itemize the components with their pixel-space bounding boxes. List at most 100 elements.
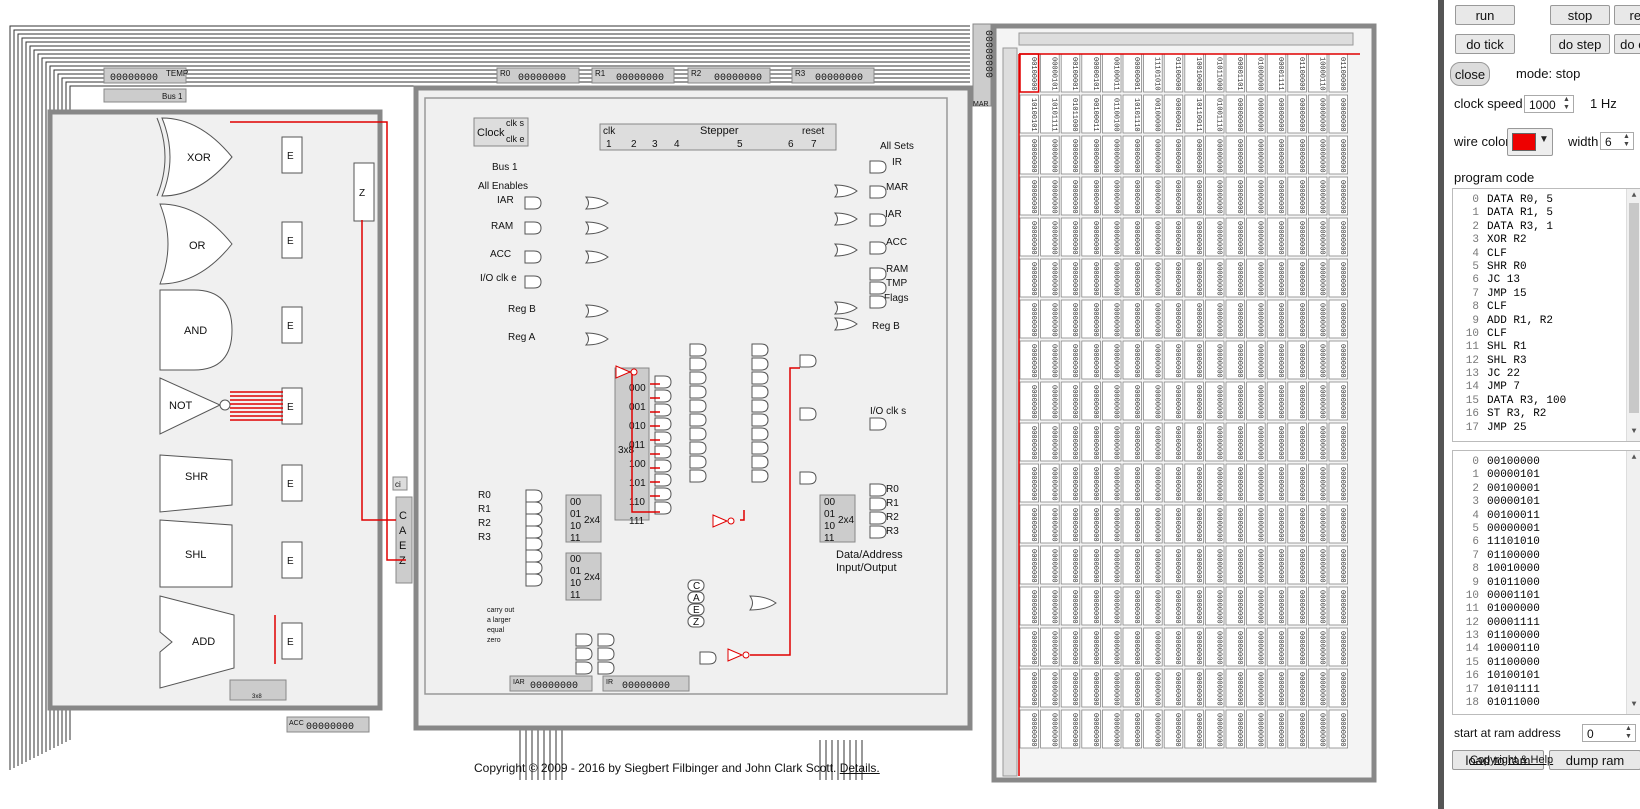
register-r1: R1 00000000 — [591, 67, 675, 84]
ram-cell-value: 00000000 — [1256, 549, 1264, 583]
ram-cell-value: 00000000 — [1050, 180, 1058, 214]
ram-cell-value: 00000000 — [1132, 590, 1140, 624]
ram-cell-value: 00000000 — [1194, 590, 1202, 624]
ram-cell — [1266, 709, 1287, 749]
ram-cell — [1102, 586, 1122, 626]
control-label-0: Bus 1 — [492, 162, 518, 173]
ram-cell-value: 00000000 — [1235, 303, 1243, 337]
ram-cell-value: 00000000 — [1338, 385, 1346, 419]
ram-cell — [1163, 586, 1184, 626]
stop-button[interactable]: stop — [1550, 5, 1610, 25]
ram-cell-value: 00000000 — [1091, 139, 1099, 173]
flag-gate — [687, 603, 705, 616]
ram-cell-value: 00000000 — [1317, 344, 1325, 378]
do-tick-button[interactable]: do tick — [1455, 34, 1515, 54]
ram-cell — [1205, 381, 1225, 421]
program-scroll-thumb[interactable] — [1629, 203, 1639, 413]
ram-cell — [1081, 258, 1101, 298]
decoder-3x8-code-011: 011 — [629, 440, 645, 451]
wire-color-picker[interactable]: ▼ — [1507, 128, 1553, 156]
ram-cell-value: 00000000 — [1173, 508, 1181, 542]
ram-cell — [1205, 299, 1225, 339]
ram-cell — [1143, 627, 1163, 667]
zero-box-label: Z — [359, 188, 365, 199]
close-button[interactable]: close — [1450, 62, 1490, 86]
width-input[interactable]: 6 ▲▼ — [1600, 132, 1634, 150]
line-number: 16 — [1465, 408, 1479, 421]
ram-cell — [1019, 504, 1040, 544]
ram-cell-value: 00000000 — [1153, 139, 1161, 173]
clock-speed-input[interactable]: 1000 ▲▼ — [1524, 95, 1574, 113]
ram-cell-value: 00000000 — [1276, 385, 1284, 419]
ram-cell-value: 00000001 — [1132, 57, 1140, 91]
ram-cell-value: 00000000 — [1091, 180, 1099, 214]
ram-cell — [1060, 668, 1081, 708]
ram-cell-value: 00000000 — [1173, 590, 1181, 624]
details-link[interactable]: Details. — [839, 761, 880, 775]
ram-cell — [1225, 299, 1246, 339]
ram-cell — [1328, 176, 1349, 216]
ram-cell-value: 00001111 — [1276, 57, 1284, 91]
spinner-arrows-icon[interactable]: ▲▼ — [1563, 96, 1570, 111]
and-gate-small — [689, 413, 707, 427]
machine-scrollbar[interactable]: ▲ ▼ — [1626, 451, 1640, 714]
ram-cell-value: 00000000 — [1111, 426, 1119, 460]
copyright-help-link[interactable]: Copyright & Help — [1470, 754, 1554, 766]
machine-scroll-up-icon[interactable]: ▲ — [1631, 453, 1637, 462]
and-gate-small — [689, 371, 707, 385]
ram-cell-value: 00000000 — [1317, 508, 1325, 542]
ram-cell — [1266, 422, 1287, 462]
control-out-label-9: I/O clk s — [870, 406, 906, 417]
ram-cell — [1143, 135, 1163, 175]
machine-word: 00000101 — [1487, 469, 1540, 482]
ram-cell — [1040, 627, 1060, 667]
ram-cell-value: 00000000 — [1111, 180, 1119, 214]
do-step-button[interactable]: do step — [1550, 34, 1610, 54]
ram-cell — [1081, 709, 1101, 749]
clock-speed-label: clock speed — [1454, 96, 1523, 111]
start-address-input[interactable]: 0 ▲▼ — [1582, 724, 1636, 742]
do-cycle-button[interactable]: do cycle — [1614, 34, 1640, 54]
ram-cell-value: 00000000 — [1235, 508, 1243, 542]
machine-scroll-down-icon[interactable]: ▼ — [1631, 700, 1637, 709]
machine-word: 00000001 — [1487, 522, 1540, 535]
line-number: 17 — [1465, 421, 1479, 434]
ram-cell — [1287, 422, 1307, 462]
run-button[interactable]: run — [1455, 5, 1515, 25]
ram-cell — [1081, 176, 1101, 216]
ram-cell — [1266, 586, 1287, 626]
and-gate-small — [654, 501, 672, 515]
r1-label: R1 — [595, 69, 606, 78]
reset-button[interactable]: reset — [1614, 5, 1640, 25]
program-scrollbar[interactable]: ▲ ▼ — [1626, 189, 1640, 441]
clk-s-label: clk s — [506, 118, 525, 128]
ram-cell-value: 00000000 — [1276, 344, 1284, 378]
ram-cell-value: 00000000 — [1297, 590, 1305, 624]
decoder-code-01: 01 — [824, 509, 836, 520]
ram-cell-value: 00000000 — [1317, 221, 1325, 255]
r1-value: 00000000 — [616, 73, 664, 84]
load-to-ram-button[interactable]: load to ram — [1452, 750, 1544, 770]
reg-in-R0: R0 — [478, 490, 491, 501]
and-gate-small — [689, 385, 707, 399]
address-spinner-arrows-icon[interactable]: ▲▼ — [1625, 725, 1632, 740]
machine-word: 01000000 — [1487, 603, 1540, 616]
ram-cell-value: 00000000 — [1111, 385, 1119, 419]
dump-ram-button[interactable]: dump ram — [1549, 750, 1640, 770]
ram-cell — [1102, 545, 1122, 585]
and-gate-small — [689, 441, 707, 455]
ram-cell-value: 00000000 — [1111, 467, 1119, 501]
ram-cell — [1266, 258, 1287, 298]
scroll-down-icon[interactable]: ▼ — [1631, 427, 1637, 436]
width-spinner-arrows-icon[interactable]: ▲▼ — [1623, 133, 1630, 148]
scroll-up-icon[interactable]: ▲ — [1631, 191, 1637, 200]
ram-cell-value: 10010000 — [1194, 57, 1202, 91]
ram-cell-value: 00000000 — [1276, 631, 1284, 665]
ram-cell — [1328, 381, 1349, 421]
ram-cell-value: 00000000 — [1317, 98, 1325, 132]
